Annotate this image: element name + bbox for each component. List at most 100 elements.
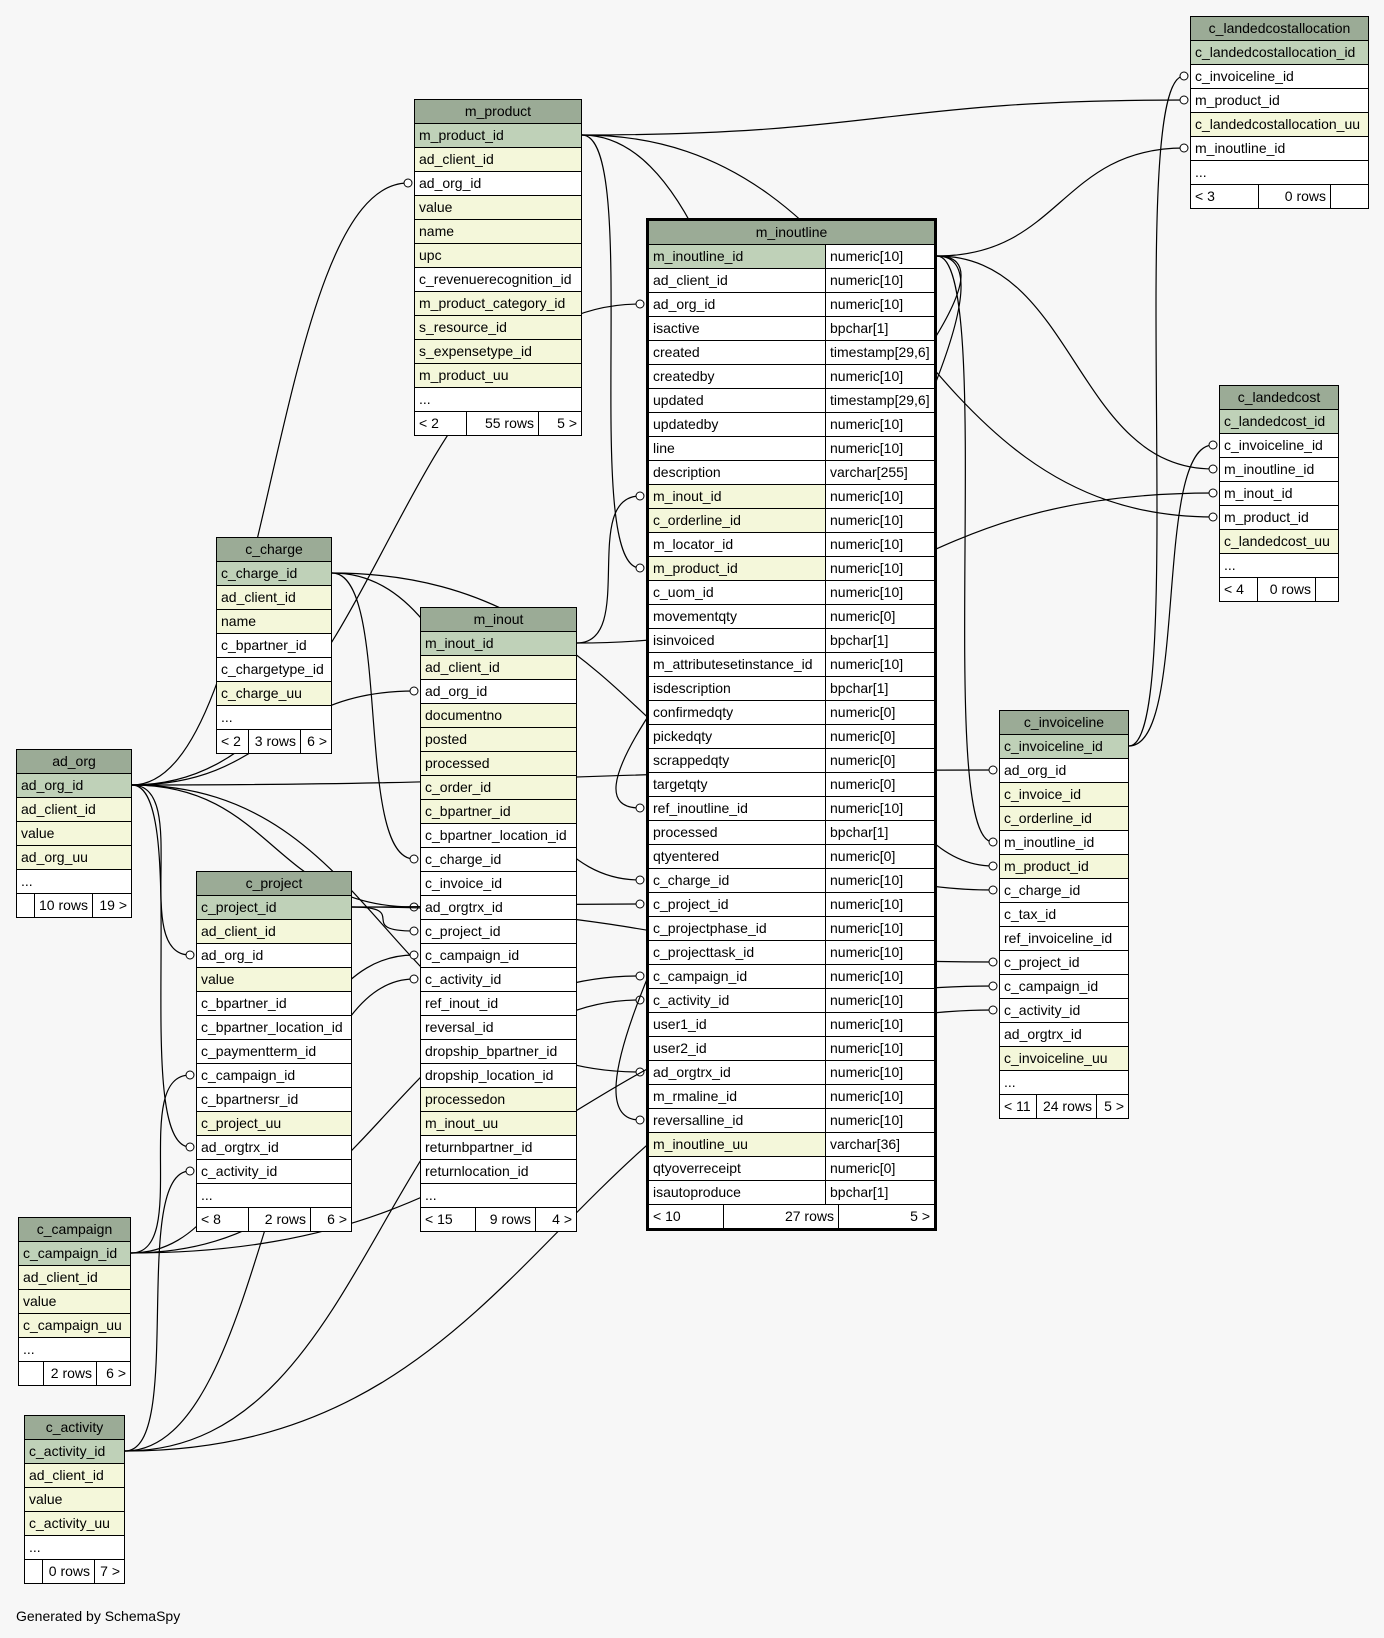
column-row[interactable]: ... [25, 1536, 124, 1560]
column-row[interactable]: m_inoutline_id [1191, 137, 1368, 161]
column-row[interactable]: c_bpartnersr_id [197, 1088, 351, 1112]
column-row[interactable]: processedon [421, 1088, 576, 1112]
table-title[interactable]: ad_org [17, 750, 131, 774]
column-row[interactable]: m_inout_uu [421, 1112, 576, 1136]
column-row[interactable]: ad_orgtrx_id [421, 896, 576, 920]
parents-link[interactable] [17, 894, 35, 917]
column-row[interactable]: c_chargetype_id [217, 658, 331, 682]
column-row[interactable]: ad_client_id [25, 1464, 124, 1488]
children-link[interactable] [1331, 185, 1368, 208]
column-row[interactable]: ad_org_uu [17, 846, 131, 870]
column-row[interactable]: c_project_uu [197, 1112, 351, 1136]
parents-link[interactable]: < 10 [649, 1205, 724, 1228]
parents-link[interactable]: < 4 [1220, 578, 1258, 601]
column-row[interactable]: name [217, 610, 331, 634]
column-row[interactable]: c_invoiceline_id [1191, 65, 1368, 89]
column-row[interactable]: c_bpartner_id [217, 634, 331, 658]
column-row[interactable]: dropship_bpartner_id [421, 1040, 576, 1064]
parents-link[interactable]: < 11 [1000, 1095, 1037, 1118]
column-row[interactable]: ad_client_id [415, 148, 581, 172]
parents-link[interactable]: < 2 [217, 730, 249, 753]
column-row[interactable]: returnbpartner_id [421, 1136, 576, 1160]
children-link[interactable]: 5 > [1104, 1098, 1124, 1114]
parents-link[interactable]: < 3 [1191, 185, 1259, 208]
column-row[interactable]: ad_client_id [421, 656, 576, 680]
column-row[interactable]: ... [1220, 554, 1338, 578]
table-title[interactable]: c_activity [25, 1416, 124, 1440]
column-row[interactable]: c_revenuerecognition_id [415, 268, 581, 292]
column-row[interactable]: c_bpartner_location_id [421, 824, 576, 848]
column-row[interactable]: ad_orgtrx_id [1000, 1023, 1128, 1047]
children-link[interactable]: 7 > [100, 1563, 120, 1579]
column-row[interactable]: m_product_id [1220, 506, 1338, 530]
parents-link[interactable]: < 2 [415, 412, 467, 435]
children-link[interactable] [1316, 578, 1338, 601]
children-link[interactable]: 6 > [106, 1365, 126, 1381]
column-row[interactable]: c_order_id [421, 776, 576, 800]
column-row[interactable]: c_campaign_id [197, 1064, 351, 1088]
column-row[interactable]: m_inoutline_id [1000, 831, 1128, 855]
table-title[interactable]: m_product [415, 100, 581, 124]
column-row[interactable]: c_charge_id [421, 848, 576, 872]
column-row[interactable]: ... [197, 1184, 351, 1208]
column-row[interactable]: c_campaign_id [1000, 975, 1128, 999]
column-row[interactable]: s_resource_id [415, 316, 581, 340]
column-row[interactable]: ... [1000, 1071, 1128, 1095]
column-row[interactable]: c_activity_id [1000, 999, 1128, 1023]
column-row[interactable]: ... [1191, 161, 1368, 185]
column-row[interactable]: c_activity_uu [25, 1512, 124, 1536]
children-link[interactable]: 5 > [910, 1208, 930, 1224]
column-row[interactable]: c_project_id [1000, 951, 1128, 975]
column-row[interactable]: m_inout_id [421, 632, 576, 656]
column-row[interactable]: c_bpartner_id [197, 992, 351, 1016]
column-row[interactable]: value [197, 968, 351, 992]
column-row[interactable]: ad_org_id [1000, 759, 1128, 783]
children-link[interactable]: 5 > [557, 415, 577, 431]
parents-link[interactable] [19, 1362, 44, 1385]
column-row[interactable]: name [415, 220, 581, 244]
column-row[interactable]: c_charge_uu [217, 682, 331, 706]
column-row[interactable]: ref_invoiceline_id [1000, 927, 1128, 951]
children-link[interactable]: 19 > [99, 897, 127, 913]
column-row[interactable]: dropship_location_id [421, 1064, 576, 1088]
column-row[interactable]: c_campaign_id [19, 1242, 130, 1266]
column-row[interactable]: m_product_category_id [415, 292, 581, 316]
table-title[interactable]: c_landedcostallocation [1191, 17, 1368, 41]
column-row[interactable]: c_invoiceline_id [1000, 735, 1128, 759]
table-title[interactable]: c_landedcost [1220, 386, 1338, 410]
column-row[interactable]: m_product_id [415, 124, 581, 148]
column-row[interactable]: c_landedcostallocation_id [1191, 41, 1368, 65]
column-row[interactable]: ad_org_id [197, 944, 351, 968]
table-title[interactable]: m_inoutline [649, 221, 934, 245]
table-title[interactable]: c_charge [217, 538, 331, 562]
column-row[interactable]: ... [421, 1184, 576, 1208]
